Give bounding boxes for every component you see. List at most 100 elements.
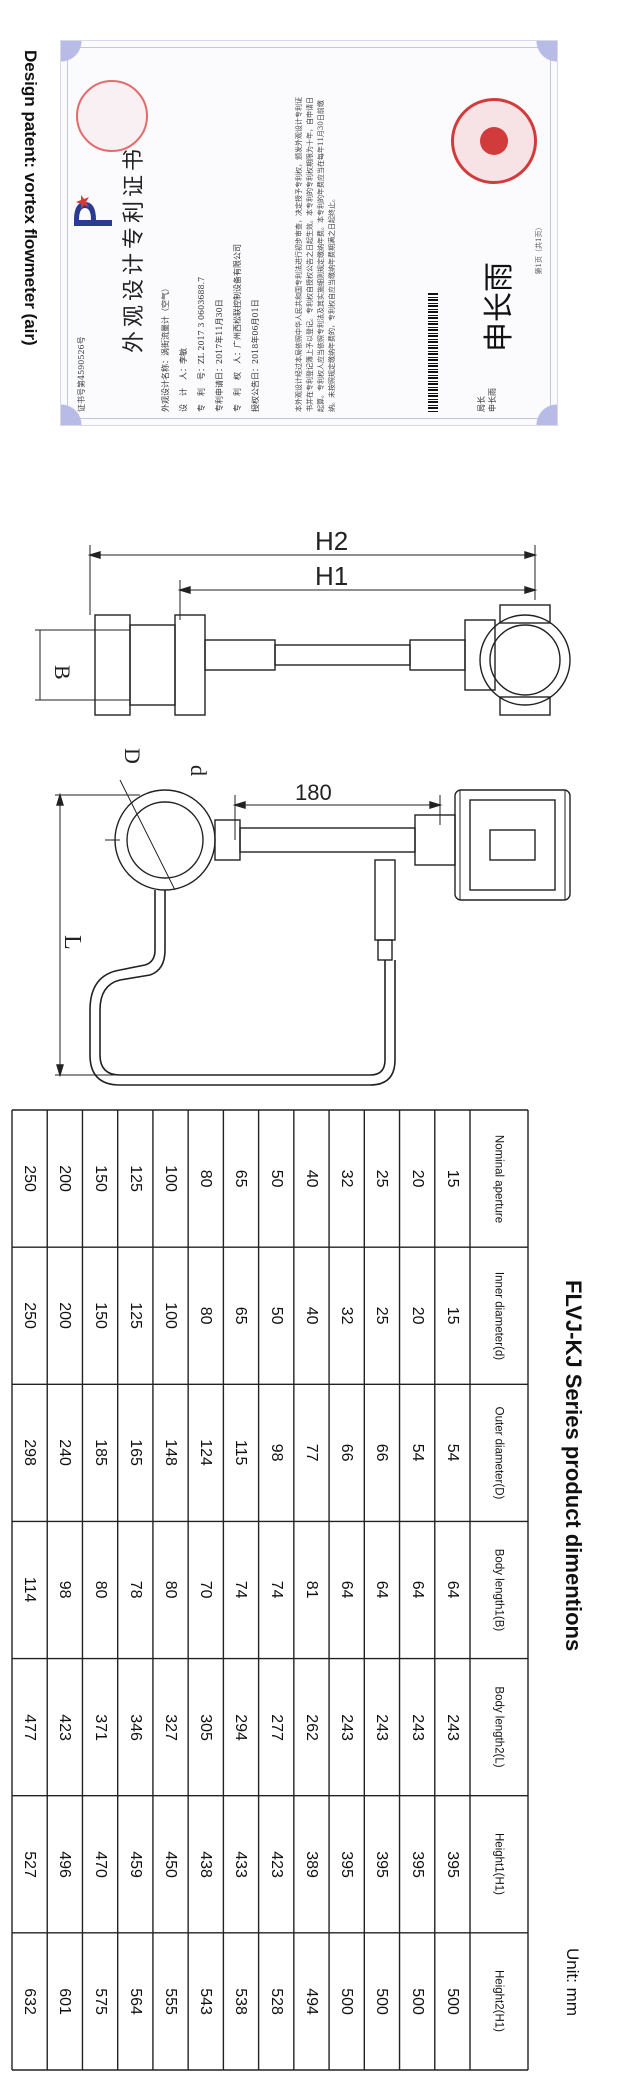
table-cell: 77: [303, 1443, 321, 1462]
table-cell: 305: [197, 1713, 215, 1741]
table-cell: 395: [409, 1850, 427, 1878]
table-cell: 54: [409, 1443, 427, 1462]
table-cell: 277: [268, 1713, 286, 1741]
table-cell: 496: [56, 1850, 74, 1878]
table-cell: 40: [303, 1169, 321, 1188]
table-cell: 150: [92, 1302, 110, 1330]
table-cell: 294: [232, 1713, 250, 1741]
table-cell: 70: [197, 1581, 215, 1599]
table-header-cell: Outer diameter(D): [492, 1406, 505, 1500]
table-cell: 371: [92, 1713, 110, 1741]
table-cell: 555: [162, 1988, 180, 2015]
table-cell: 185: [92, 1439, 110, 1467]
flow-body-side-view: [89, 789, 571, 1086]
dimension-h1: H1: [177, 561, 538, 620]
dimension-b: B: [35, 629, 130, 701]
table-cell: 395: [338, 1850, 356, 1878]
table-cell: 564: [127, 1988, 145, 2015]
table-cell: 575: [92, 1988, 110, 2015]
table-cell: 243: [409, 1713, 427, 1741]
dimension-180: 180: [232, 780, 443, 840]
table-cell: 98: [56, 1581, 74, 1599]
table-cell: 20: [409, 1306, 427, 1325]
table-cell: 527: [21, 1850, 39, 1878]
table-cell: 423: [56, 1713, 74, 1741]
table-cell: 243: [373, 1713, 391, 1741]
unit-label: Unit: mm: [563, 1948, 582, 2016]
table-cell: 528: [268, 1988, 286, 2015]
table-header-cell: Height1(H1): [492, 1833, 505, 1896]
table-cell: 100: [162, 1165, 180, 1192]
table-cell: 500: [444, 1988, 462, 2015]
table-cell: 64: [409, 1581, 427, 1599]
table-header-cell: Inner diameter(d): [492, 1271, 505, 1360]
table-cell: 200: [56, 1165, 74, 1192]
table-cell: 81: [303, 1581, 321, 1599]
table-cell: 115: [232, 1440, 250, 1466]
table-cell: 100: [162, 1302, 180, 1330]
table-cell: 494: [303, 1988, 321, 2015]
table-title: FLVJ-KJ Series product dimentions: [561, 1280, 586, 1652]
table-cell: 243: [338, 1713, 356, 1741]
table-cell: 165: [127, 1439, 145, 1467]
certificate-ornament: [61, 41, 131, 111]
flow-body-top-view: [94, 604, 571, 716]
table-cell: 78: [127, 1581, 145, 1599]
table-cell: 64: [373, 1581, 391, 1599]
table-cell: 500: [373, 1988, 391, 2015]
table-cell: 125: [127, 1165, 145, 1192]
dimension-d: D d: [119, 748, 211, 891]
table-cell: 32: [338, 1306, 356, 1325]
table-cell: 543: [197, 1988, 215, 2015]
table-cell: 298: [21, 1439, 39, 1467]
table-cell: 50: [268, 1306, 286, 1325]
table-cell: 150: [92, 1165, 110, 1192]
table-cell: 50: [268, 1169, 286, 1188]
table-header-cell: Nominal aperture: [492, 1134, 505, 1223]
outer-d-label: D: [120, 748, 145, 764]
table-cell: 250: [21, 1165, 39, 1192]
table-cell: 32: [338, 1169, 356, 1188]
b-label: B: [50, 665, 75, 680]
table-cell: 459: [127, 1850, 145, 1878]
table-cell: 395: [444, 1850, 462, 1878]
inner-d-label: d: [186, 765, 211, 776]
table-cell: 66: [373, 1443, 391, 1462]
table-header-cell: Body length2(L): [492, 1686, 505, 1768]
certificate-content: 证书号第4590526号 外观设计专利证书 外观设计名称：涡街流量计（空气） 设…: [56, 56, 554, 442]
table-cell: 470: [92, 1850, 110, 1878]
table-cell: 74: [232, 1581, 250, 1599]
table-cell: 80: [197, 1306, 215, 1325]
table-cell: 250: [21, 1302, 39, 1330]
table-cell: 65: [232, 1306, 250, 1325]
table-cell: 80: [162, 1581, 180, 1599]
length-180-label: 180: [295, 780, 332, 805]
table-cell: 389: [303, 1850, 321, 1878]
table-cell: 65: [232, 1169, 250, 1188]
table-cell: 262: [303, 1713, 321, 1741]
dimension-h2: H2: [87, 526, 538, 615]
table-cell: 15: [444, 1306, 462, 1325]
table-cell: 423: [268, 1850, 286, 1878]
table-cell: 124: [197, 1439, 215, 1467]
certificate-ornament: [487, 41, 557, 111]
table-cell: 450: [162, 1850, 180, 1878]
table-cell: 148: [162, 1439, 180, 1467]
table-cell: 25: [373, 1169, 391, 1188]
table-cell: 395: [373, 1850, 391, 1878]
table-cell: 500: [409, 1988, 427, 2015]
table-cell: 200: [56, 1302, 74, 1330]
certificate-border: [67, 47, 551, 419]
table-cell: 80: [92, 1581, 110, 1599]
table-cell: 500: [338, 1988, 356, 2015]
table-cell: 327: [162, 1713, 180, 1741]
table-cell: 240: [56, 1439, 74, 1467]
table-cell: 40: [303, 1306, 321, 1325]
l-label: L: [59, 935, 85, 950]
table-cell: 601: [56, 1988, 74, 2015]
certificate-ornament: [487, 355, 557, 425]
table-cell: 125: [127, 1302, 145, 1330]
table-header-cell: Body length1(B): [492, 1548, 505, 1632]
table-cell: 15: [444, 1169, 462, 1188]
table-cell: 433: [232, 1850, 250, 1878]
